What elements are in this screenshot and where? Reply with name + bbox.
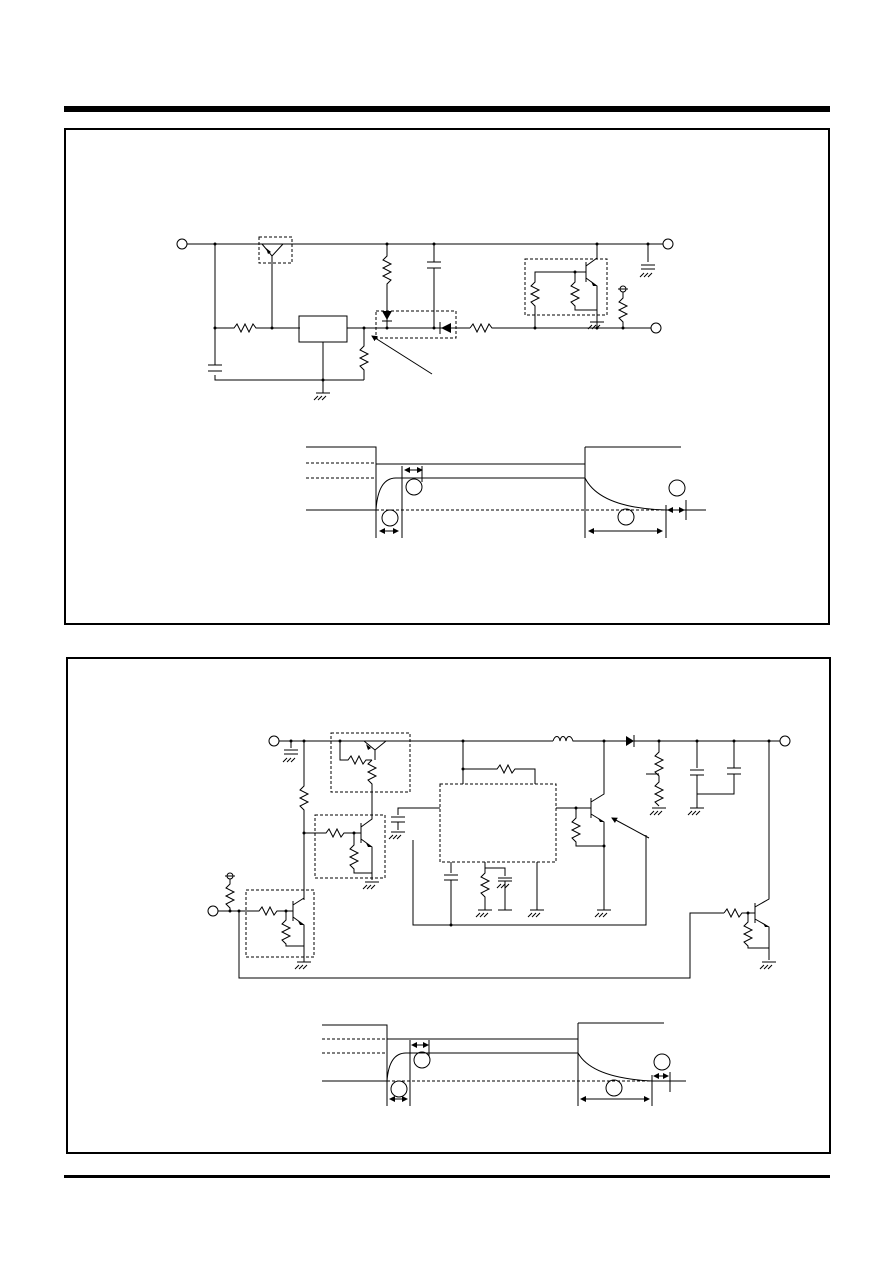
pass-transistor-box bbox=[258, 236, 293, 264]
marker-top-4 bbox=[668, 479, 686, 497]
marker-bottom-1 bbox=[390, 1080, 408, 1098]
controller-ic-bottom bbox=[439, 783, 557, 863]
bottom-circuit bbox=[207, 732, 791, 979]
top-timing bbox=[306, 446, 706, 538]
terminal-in-top bbox=[176, 238, 188, 250]
terminal-in-bottom bbox=[268, 735, 280, 747]
bottom-timing bbox=[322, 1022, 686, 1106]
top-rule bbox=[64, 106, 830, 112]
bottom-rule bbox=[64, 1175, 830, 1178]
transistor-box-b1 bbox=[330, 732, 411, 793]
transistor-box-b2 bbox=[314, 814, 386, 879]
marker-bottom-2 bbox=[413, 1051, 431, 1069]
control-ic-top bbox=[298, 315, 348, 343]
marker-top-2 bbox=[405, 478, 423, 496]
transistor-box-b3 bbox=[245, 889, 315, 958]
terminal-out-top bbox=[662, 238, 674, 250]
top-circuit bbox=[176, 236, 674, 401]
panel-bottom bbox=[66, 657, 831, 1154]
diode-box-top bbox=[375, 310, 457, 339]
panel-top bbox=[64, 128, 830, 625]
terminal-ctl-bottom bbox=[207, 905, 219, 917]
marker-top-3 bbox=[617, 508, 635, 526]
marker-bottom-3 bbox=[605, 1079, 623, 1097]
marker-bottom-4 bbox=[653, 1053, 671, 1071]
terminal-ctl-top bbox=[650, 322, 662, 334]
marker-top-1 bbox=[381, 509, 399, 527]
transistor-box-top bbox=[524, 258, 608, 316]
terminal-out-bottom bbox=[779, 735, 791, 747]
